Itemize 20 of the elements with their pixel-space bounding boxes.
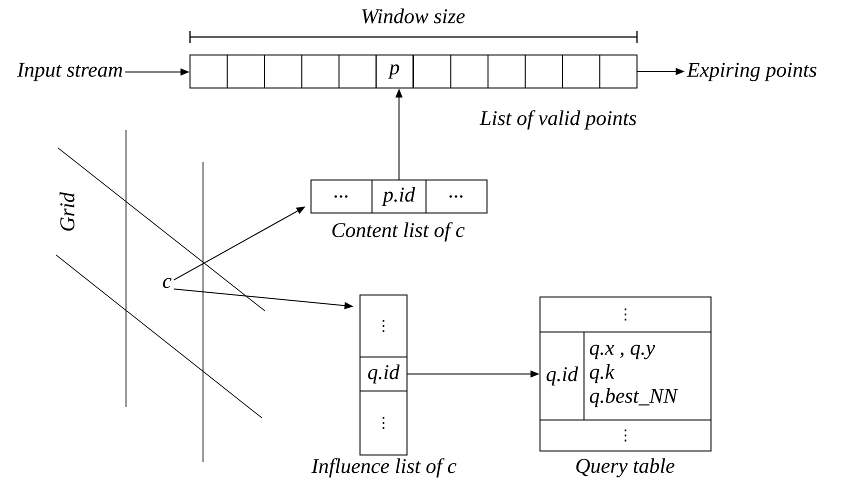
cell-label: c <box>163 278 172 288</box>
stream-label: Input stream <box>16 62 122 82</box>
node-label: Influence list of c <box>311 458 456 478</box>
cell: ... <box>310 180 372 214</box>
cell: ⋮ <box>540 420 712 452</box>
cell: p <box>376 54 414 88</box>
cell: ⋮ <box>540 296 712 332</box>
cell: ⋮ <box>360 390 408 456</box>
dimension-label: Window size <box>362 8 465 24</box>
node-label: Content list of c <box>332 222 465 242</box>
cell: ⋮ <box>360 294 408 358</box>
node-label: List of valid points <box>480 110 636 130</box>
node-label: Query table <box>576 458 674 478</box>
stream-label: Expiring points <box>686 62 816 82</box>
cell: ... <box>426 180 488 214</box>
cell: q.x , q.y q.k q.best_NN <box>584 332 712 420</box>
grid-label: Grid <box>60 192 74 231</box>
cell: p.id <box>372 180 426 214</box>
cell: q.id <box>360 356 408 392</box>
cell: q.id <box>540 332 584 420</box>
